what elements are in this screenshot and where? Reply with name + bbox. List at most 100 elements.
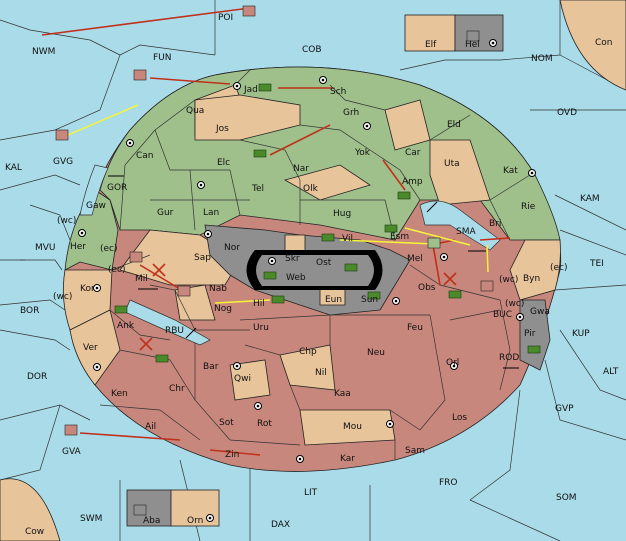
sea-gvg: GVG xyxy=(53,157,73,167)
land-gur: Gur xyxy=(157,208,174,218)
fleet-icon xyxy=(427,237,441,249)
land-zin: Zin xyxy=(225,450,239,460)
coast-byn-wc: (wc) xyxy=(499,275,518,285)
corner-hel: Hel xyxy=(465,40,480,50)
sea-dor: DOR xyxy=(27,372,47,382)
sea-gva: GVA xyxy=(62,447,82,457)
land-chp: Chp xyxy=(299,347,317,357)
land-sap: Sap xyxy=(194,253,211,263)
land-skr: Skr xyxy=(285,254,300,264)
sea-gor-channel xyxy=(79,164,109,216)
sea-kal: KAL xyxy=(5,163,22,173)
land-ost: Ost xyxy=(316,258,332,268)
land-elc: Elc xyxy=(217,158,230,168)
land-nor: Nor xyxy=(224,243,240,253)
land-ver: Ver xyxy=(83,343,98,353)
fleet-icon xyxy=(133,69,147,81)
land-qwi: Qwi xyxy=(234,374,251,384)
corner-aba: Aba xyxy=(143,516,160,526)
sea-kup: KUP xyxy=(572,329,590,339)
land-rot: Rot xyxy=(257,419,272,429)
fleet-icon xyxy=(480,280,494,292)
sea-tei: TEI xyxy=(589,259,604,269)
sea-nwm: NWM xyxy=(32,47,55,57)
land-lan: Lan xyxy=(203,208,219,218)
land-sot: Sot xyxy=(219,418,234,428)
land-hug: Hug xyxy=(333,209,351,219)
sea-swm: SWM xyxy=(80,514,102,524)
sea-buc: BUC xyxy=(493,310,512,320)
land-rie: Rie xyxy=(521,202,536,212)
coast-her-wc: (wc) xyxy=(57,216,76,226)
coast-gwa-wc: (wc) xyxy=(505,299,524,309)
land-jad: Jad xyxy=(243,85,258,95)
land-gaw: Gaw xyxy=(86,201,106,211)
land-mil: Mil xyxy=(135,274,148,284)
sea-mvu: MVU xyxy=(35,243,56,253)
fleet-icon xyxy=(64,424,78,436)
land-obs: Obs xyxy=(418,283,436,293)
labels: NWM FUN COB NOM OVD KAL KAM TEI MVU BOR … xyxy=(5,13,619,537)
sea-fun: FUN xyxy=(153,53,172,63)
land-uta: Uta xyxy=(444,159,460,169)
corner-elf: Elf xyxy=(425,40,437,50)
land-hil: Hil xyxy=(253,299,265,309)
coast-her-ec: (ec) xyxy=(100,244,118,254)
corner-con: Con xyxy=(595,38,613,48)
sea-dax: DAX xyxy=(271,520,290,530)
convoy-arrows xyxy=(108,175,519,369)
sea-sma-channel xyxy=(419,200,501,251)
units xyxy=(55,5,541,516)
land-pir: Pir xyxy=(524,329,536,339)
land-esm: Esm xyxy=(390,232,409,242)
land-chr: Chr xyxy=(169,384,185,394)
land-ail: Ail xyxy=(145,422,156,432)
sea-som: SOM xyxy=(556,493,577,503)
fleet-icon xyxy=(133,504,147,516)
land-los: Los xyxy=(452,413,467,423)
land-sam: Sam xyxy=(405,446,425,456)
land-ken: Ken xyxy=(111,389,128,399)
land-neu: Neu xyxy=(367,348,385,358)
sea-ovd: OVD xyxy=(557,108,577,118)
land-bar: Bar xyxy=(203,362,219,372)
land-kaa: Kaa xyxy=(334,389,351,399)
land-kor: Kor xyxy=(80,284,95,294)
land-car: Car xyxy=(405,148,421,158)
land-sun: Sun xyxy=(361,295,378,305)
land-can: Can xyxy=(136,151,154,161)
sea-fro: FRO xyxy=(439,478,458,488)
land-nog: Nog xyxy=(214,304,232,314)
land-ank: Ank xyxy=(117,321,135,331)
sea-alt: ALT xyxy=(603,367,619,377)
land-mou: Mou xyxy=(343,422,362,432)
sea-bor: BOR xyxy=(20,306,39,316)
move-orders xyxy=(41,7,511,456)
elf-region xyxy=(404,14,456,52)
land-feu: Feu xyxy=(407,323,423,333)
land-sch: Sch xyxy=(330,87,346,97)
land-amp: Amp xyxy=(402,177,423,187)
land-yok: Yok xyxy=(354,148,371,158)
sea-lit: LIT xyxy=(304,488,318,498)
sea-gor: GOR xyxy=(107,183,127,193)
land-bri: Bri xyxy=(489,219,501,229)
coast-kor-ec: (ec) xyxy=(108,265,126,275)
land-kar: Kar xyxy=(340,454,355,464)
sea-kam: KAM xyxy=(580,194,600,204)
supply-centers xyxy=(78,39,536,522)
land-vil: Vil xyxy=(342,234,353,244)
sea-rod: ROD xyxy=(499,353,519,363)
fleet-icon xyxy=(242,5,256,17)
land-jos: Jos xyxy=(215,124,229,134)
fleet-icon xyxy=(129,251,143,263)
land-grh: Grh xyxy=(343,108,359,118)
fleet-icon xyxy=(177,285,191,297)
land-uru: Uru xyxy=(253,323,269,333)
main-continent xyxy=(62,66,562,472)
corner-cow: Cow xyxy=(25,527,44,537)
sea-sma: SMA xyxy=(456,227,476,237)
land-nar: Nar xyxy=(293,164,309,174)
